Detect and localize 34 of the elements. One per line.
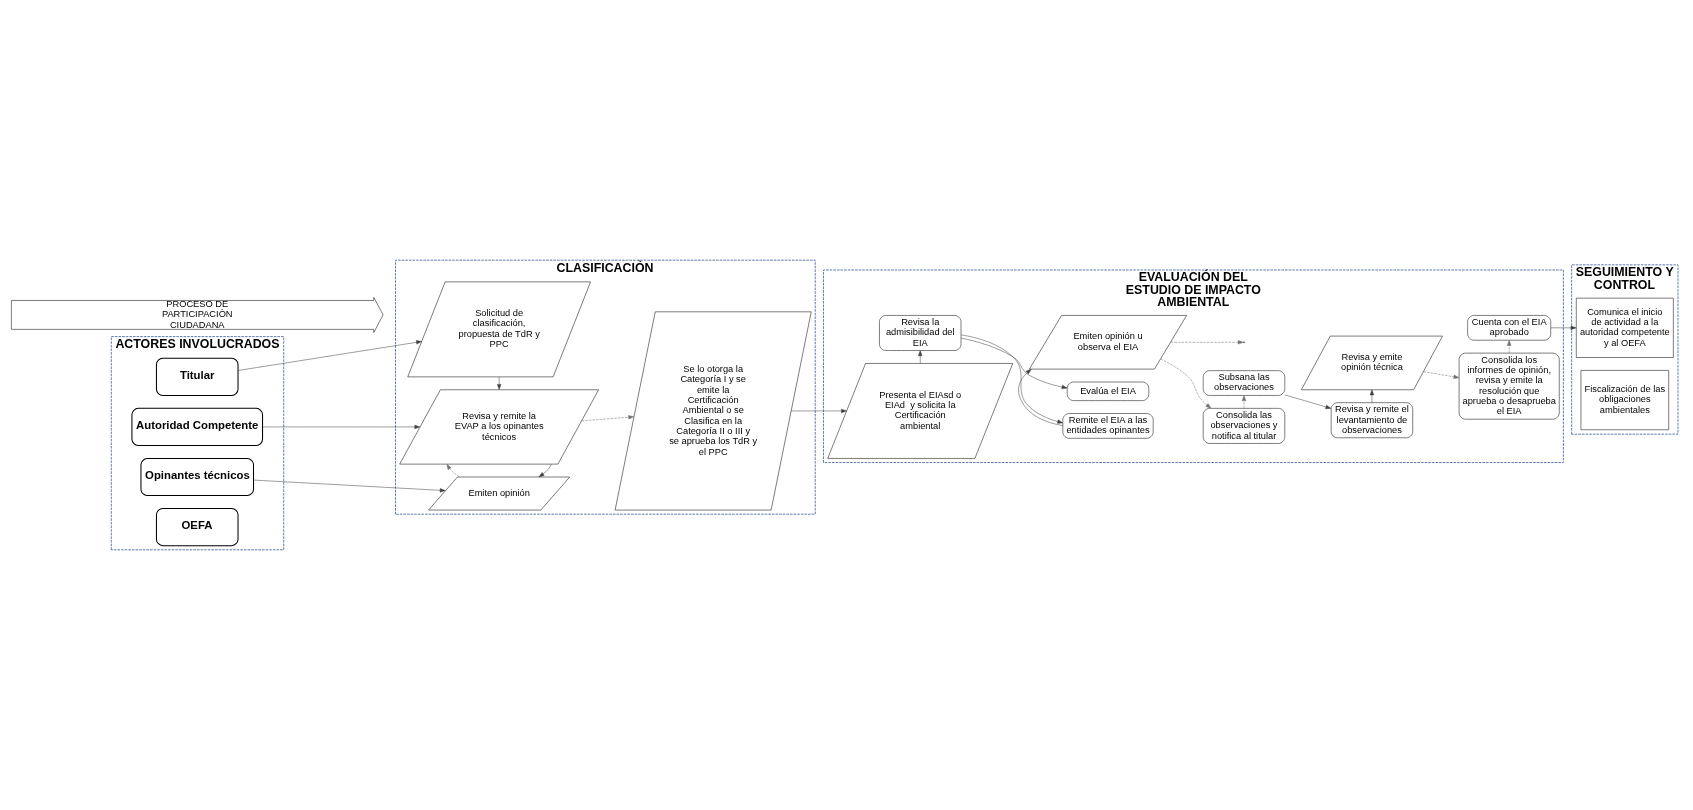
arrow bbox=[538, 463, 552, 478]
arrow bbox=[1160, 358, 1212, 409]
arrow bbox=[1170, 340, 1244, 345]
node-box: Consolida los informes de opinión, revisa y emite la resolución que aprueba o desaprueba el EIA bbox=[1458, 352, 1560, 420]
node-box: Subsana las observaciones bbox=[1202, 370, 1286, 396]
node-box: Revisa y remite el levantamiento de observaciones bbox=[1330, 402, 1413, 439]
node-box: Titular bbox=[155, 357, 239, 396]
arrow bbox=[237, 340, 422, 371]
arrow bbox=[262, 424, 421, 429]
arrow bbox=[581, 415, 635, 422]
node-box: OEFA bbox=[155, 508, 239, 547]
arrow bbox=[918, 350, 923, 364]
node-box: Revisa la admisibilidad del EIA bbox=[879, 315, 962, 351]
node-box: Comunica el inicio de actividad a la autoridad competente y al OEFA bbox=[1576, 297, 1674, 358]
arrow bbox=[1241, 395, 1247, 409]
node-box: Remite el EIA a las entidades opinantes bbox=[1062, 413, 1154, 439]
arrow bbox=[1550, 325, 1577, 330]
node-box: Evalúa el EIA bbox=[1066, 381, 1150, 401]
arrow bbox=[1284, 394, 1332, 409]
arrow bbox=[1507, 340, 1512, 354]
node-box: Consolida las observaciones y notifica al titular bbox=[1202, 408, 1286, 444]
arrow bbox=[497, 376, 502, 390]
node-box: Autoridad Competente bbox=[131, 407, 264, 447]
arrow bbox=[960, 337, 1068, 390]
node-box: Fiscalización de las obligaciones ambientales bbox=[1580, 370, 1669, 431]
arrow bbox=[1018, 368, 1064, 426]
arrow bbox=[446, 463, 460, 478]
arrow bbox=[253, 479, 446, 493]
arrow bbox=[1369, 389, 1374, 403]
arrow bbox=[960, 334, 1064, 424]
arrow bbox=[1423, 371, 1460, 379]
arrow bbox=[791, 408, 847, 413]
node-box: Cuenta con el EIA aprobado bbox=[1467, 315, 1551, 341]
node-box: Opinantes técnicos bbox=[140, 457, 255, 497]
